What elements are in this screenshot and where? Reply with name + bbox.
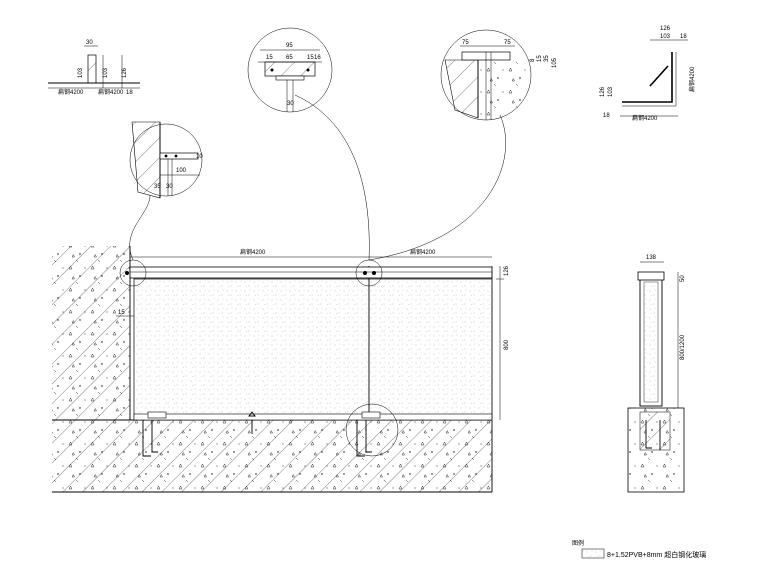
section-view: 138 50 800/1200 [627,255,686,493]
svg-text:8: 8 [530,58,536,62]
dim-800: 800 [504,339,510,350]
detail-circle-bottom [345,403,399,457]
svg-text:18: 18 [680,34,687,40]
svg-text:35: 35 [154,184,161,190]
legend-title: 图例 [572,539,584,547]
svg-text:103: 103 [660,34,671,40]
dim-15: 15 [118,310,125,316]
svg-text:15: 15 [266,55,273,61]
svg-text:105: 105 [552,57,558,68]
svg-text:30: 30 [86,40,93,46]
svg-text:50: 50 [680,275,686,282]
handrail [129,266,493,279]
svg-text:16: 16 [314,55,321,61]
svg-text:103: 103 [78,67,84,78]
svg-text:75: 75 [462,40,469,46]
svg-text:100: 100 [176,168,187,174]
svg-text:126: 126 [122,67,128,78]
svg-text:30: 30 [166,184,173,190]
corner-detail: 126 103 18 18 103 126 扁钢4200 扁钢4200 [600,26,696,122]
legend-swatch [581,548,605,559]
svg-text:103: 103 [103,67,109,78]
svg-text:138: 138 [646,255,657,261]
glass-panel [133,278,493,419]
svg-text:95: 95 [286,43,293,49]
svg-text:35: 35 [544,55,550,62]
svg-text:103: 103 [608,86,614,97]
svg-text:扁钢4200: 扁钢4200 [688,66,696,92]
top-right-detail: 75 75 8 15 35 105 [440,29,558,121]
svg-text:扁钢4200: 扁钢4200 [98,88,124,96]
legend: 图例 8+1.52PVB+8mm 超白钢化玻璃 [572,539,706,559]
leader-left [129,194,151,261]
svg-text:10: 10 [196,154,203,160]
svg-text:15: 15 [307,55,314,61]
legend-glass-label: 8+1.52PVB+8mm 超白钢化玻璃 [607,550,706,559]
top-left-section: 30 103 103 126 18 扁钢4200 扁钢4200 [48,40,140,96]
svg-text:18: 18 [126,90,133,96]
leader-right [368,114,506,261]
svg-text:15: 15 [537,55,543,62]
svg-text:18: 18 [603,113,610,119]
top-center-detail: 95 15 65 15 16 30 [247,27,333,113]
svg-text:30: 30 [287,101,294,107]
svg-text:126: 126 [660,26,671,32]
leader-center [294,94,370,261]
left-detail: 10 100 35 30 [129,121,203,199]
svg-text:65: 65 [286,55,293,61]
svg-text:扁钢4200: 扁钢4200 [58,88,84,96]
dim-top-left-pipe: 扁钢4200 [240,248,266,256]
dim-top-right-pipe: 扁钢4200 [410,248,436,256]
dim-126: 126 [504,265,510,276]
svg-text:126: 126 [600,86,606,97]
svg-text:75: 75 [504,40,511,46]
elevation-view: 扁钢4200 扁钢4200 126 800 15 [52,246,510,493]
svg-text:扁钢4200: 扁钢4200 [632,114,658,122]
svg-text:800/1200: 800/1200 [680,334,686,360]
